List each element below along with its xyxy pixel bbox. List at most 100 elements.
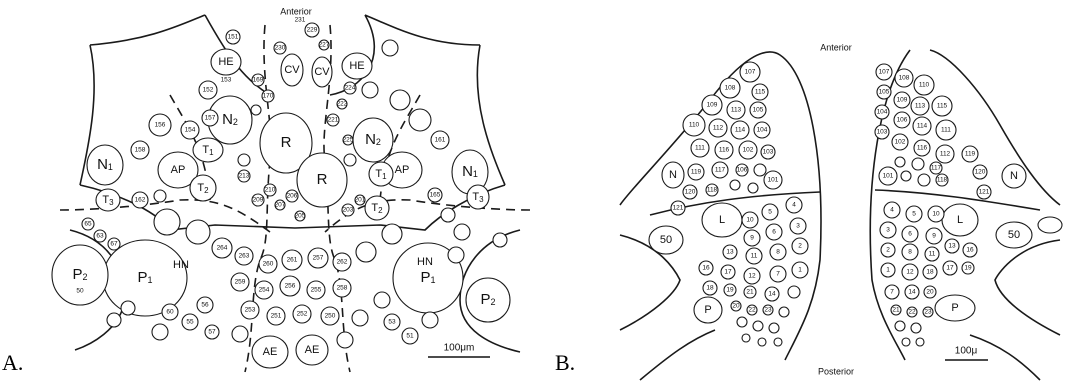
num-225: 225 bbox=[343, 137, 354, 144]
svg-text:107: 107 bbox=[745, 69, 756, 76]
label-P-right: P bbox=[951, 302, 958, 314]
svg-text:21: 21 bbox=[892, 307, 900, 314]
label-AE-left: AE bbox=[263, 346, 278, 358]
label-N-right: N bbox=[1010, 170, 1018, 182]
svg-text:6: 6 bbox=[908, 231, 912, 238]
num-231: 231 bbox=[295, 17, 306, 24]
svg-text:105: 105 bbox=[753, 107, 764, 114]
svg-text:108: 108 bbox=[899, 75, 910, 82]
label-HE-right: HE bbox=[349, 60, 364, 72]
num-221: 221 bbox=[328, 117, 339, 124]
num-222: 222 bbox=[337, 101, 348, 108]
num-56: 56 bbox=[201, 302, 209, 309]
panel-a-anterior-label: Anterior bbox=[280, 6, 312, 16]
svg-text:113: 113 bbox=[731, 107, 742, 114]
num-67: 67 bbox=[110, 241, 118, 248]
num-205: 205 bbox=[295, 213, 306, 220]
svg-text:4: 4 bbox=[792, 202, 796, 209]
num-162: 162 bbox=[135, 197, 146, 204]
panel-b-ganglion-map: Anterior Posterior L L P P N N 50 50 107… bbox=[600, 30, 1065, 381]
svg-text:20: 20 bbox=[732, 303, 740, 310]
num-152: 152 bbox=[203, 87, 214, 94]
label-HE-left: HE bbox=[218, 56, 233, 68]
num-259: 259 bbox=[235, 279, 246, 286]
svg-text:101: 101 bbox=[768, 177, 779, 184]
svg-text:2: 2 bbox=[798, 243, 802, 250]
svg-text:1: 1 bbox=[886, 267, 890, 274]
num-264: 264 bbox=[217, 245, 228, 252]
num-154: 154 bbox=[185, 127, 196, 134]
svg-text:22: 22 bbox=[908, 309, 916, 316]
svg-text:104: 104 bbox=[877, 109, 888, 116]
num-229: 229 bbox=[307, 27, 318, 34]
svg-text:17: 17 bbox=[946, 265, 954, 272]
panel-b-right-edge-cell bbox=[1038, 217, 1062, 233]
svg-text:105: 105 bbox=[879, 89, 890, 96]
svg-text:102: 102 bbox=[743, 147, 754, 154]
svg-text:106: 106 bbox=[897, 117, 908, 124]
svg-text:18: 18 bbox=[926, 269, 934, 276]
num-256: 256 bbox=[285, 283, 296, 290]
svg-text:1: 1 bbox=[798, 267, 802, 274]
svg-text:9: 9 bbox=[932, 233, 936, 240]
svg-text:14: 14 bbox=[908, 289, 916, 296]
num-207: 207 bbox=[275, 202, 286, 209]
svg-text:104: 104 bbox=[757, 127, 768, 134]
svg-text:20: 20 bbox=[926, 289, 934, 296]
svg-text:19: 19 bbox=[726, 287, 734, 294]
num-151: 151 bbox=[228, 34, 239, 41]
svg-text:109: 109 bbox=[707, 102, 718, 109]
num-169: 169 bbox=[253, 77, 264, 84]
svg-text:21: 21 bbox=[746, 289, 754, 296]
svg-text:101: 101 bbox=[883, 173, 894, 180]
num-65: 65 bbox=[84, 221, 92, 228]
svg-text:7: 7 bbox=[890, 289, 894, 296]
num-170: 170 bbox=[263, 93, 274, 100]
num-51: 51 bbox=[406, 333, 414, 340]
svg-text:6: 6 bbox=[772, 229, 776, 236]
num-261: 261 bbox=[287, 257, 298, 264]
svg-text:13: 13 bbox=[948, 243, 956, 250]
svg-text:103: 103 bbox=[877, 129, 888, 136]
svg-text:118: 118 bbox=[937, 177, 948, 184]
svg-text:117: 117 bbox=[715, 167, 726, 174]
svg-text:10: 10 bbox=[746, 217, 754, 224]
svg-text:110: 110 bbox=[689, 122, 700, 129]
label-AP-left: AP bbox=[171, 164, 186, 176]
svg-text:4: 4 bbox=[890, 207, 894, 214]
num-63: 63 bbox=[96, 233, 104, 240]
num-250: 250 bbox=[325, 313, 336, 320]
svg-text:115: 115 bbox=[937, 103, 948, 110]
label-R-left: R bbox=[281, 134, 292, 151]
svg-text:109: 109 bbox=[897, 97, 908, 104]
num-260: 260 bbox=[263, 261, 274, 268]
num-161: 161 bbox=[435, 137, 446, 144]
svg-text:17: 17 bbox=[724, 269, 732, 276]
svg-text:19: 19 bbox=[964, 265, 972, 272]
num-262: 262 bbox=[337, 259, 348, 266]
num-255: 255 bbox=[311, 287, 322, 294]
svg-text:106: 106 bbox=[737, 167, 748, 174]
svg-text:114: 114 bbox=[735, 127, 746, 134]
label-R-right: R bbox=[317, 171, 328, 188]
svg-text:23: 23 bbox=[924, 309, 932, 316]
panel-a-scale-label: 100μm bbox=[444, 343, 475, 354]
svg-text:3: 3 bbox=[886, 227, 890, 234]
svg-text:120: 120 bbox=[975, 169, 986, 176]
num-253: 253 bbox=[245, 307, 256, 314]
svg-text:7: 7 bbox=[776, 271, 780, 278]
label-AE-right: AE bbox=[305, 344, 320, 356]
num-224: 224 bbox=[345, 85, 356, 92]
svg-text:12: 12 bbox=[748, 273, 756, 280]
svg-text:103: 103 bbox=[763, 149, 774, 156]
num-55: 55 bbox=[186, 319, 194, 326]
svg-text:119: 119 bbox=[691, 169, 702, 176]
label-50-left: 50 bbox=[660, 234, 672, 246]
label-L-right: L bbox=[957, 214, 963, 226]
label-AP-right: AP bbox=[395, 164, 410, 176]
svg-text:116: 116 bbox=[917, 145, 928, 152]
panel-b-anterior-label: Anterior bbox=[820, 42, 852, 52]
num-251: 251 bbox=[271, 313, 282, 320]
num-203: 203 bbox=[343, 207, 354, 214]
svg-text:107: 107 bbox=[879, 69, 890, 76]
